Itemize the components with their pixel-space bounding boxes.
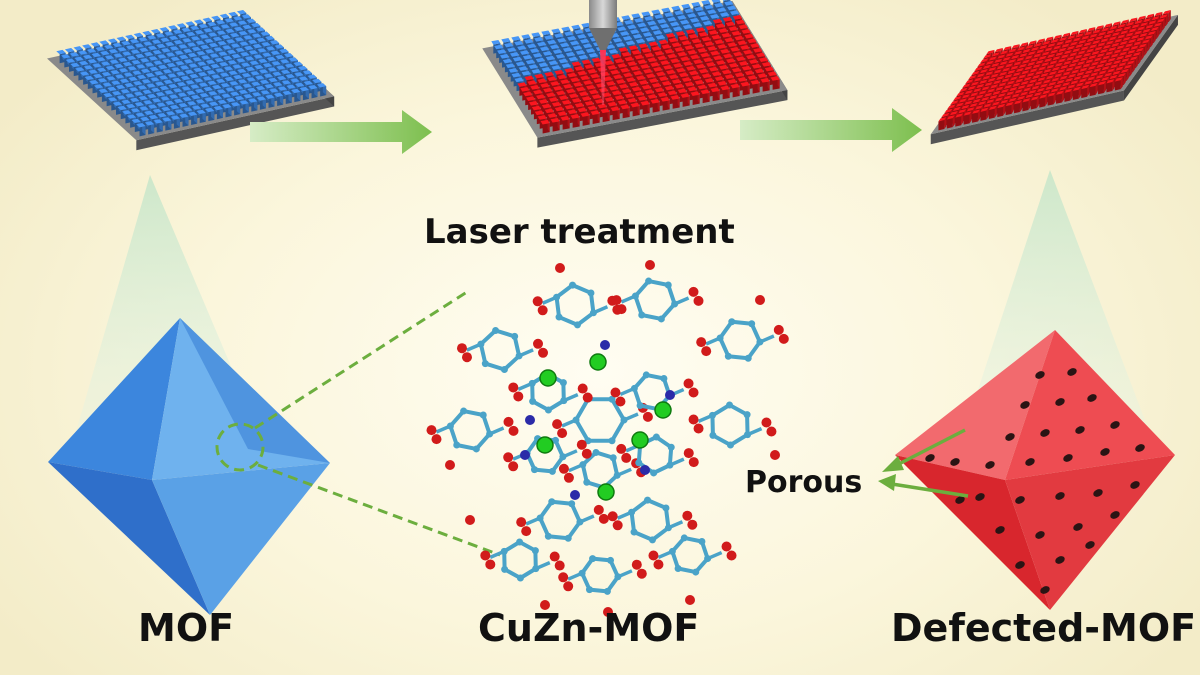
laser-treated-array-plate — [482, 0, 788, 148]
porous-label: Porous — [745, 465, 863, 500]
mof-label: MOF — [138, 606, 235, 650]
pore-dots — [925, 368, 1145, 594]
defected-mof-octahedron — [895, 330, 1175, 610]
laser-treatment-label: Laser treatment — [424, 212, 735, 252]
cuzn-mof-molecule — [426, 260, 789, 617]
arrow-right-icon — [250, 110, 432, 154]
zoom-indicator — [215, 288, 501, 557]
defected-mof-label: Defected-MOF — [891, 606, 1197, 650]
laser-nozzle-icon — [589, 0, 617, 50]
mof-octahedron — [48, 318, 330, 615]
cuzn-mof-label: CuZn-MOF — [478, 606, 700, 650]
arrow-right-icon — [740, 108, 922, 152]
porous-arrows — [878, 428, 969, 498]
mof-array-plate — [47, 10, 335, 151]
laser-beam — [600, 50, 606, 105]
defected-array-plate — [930, 10, 1178, 145]
